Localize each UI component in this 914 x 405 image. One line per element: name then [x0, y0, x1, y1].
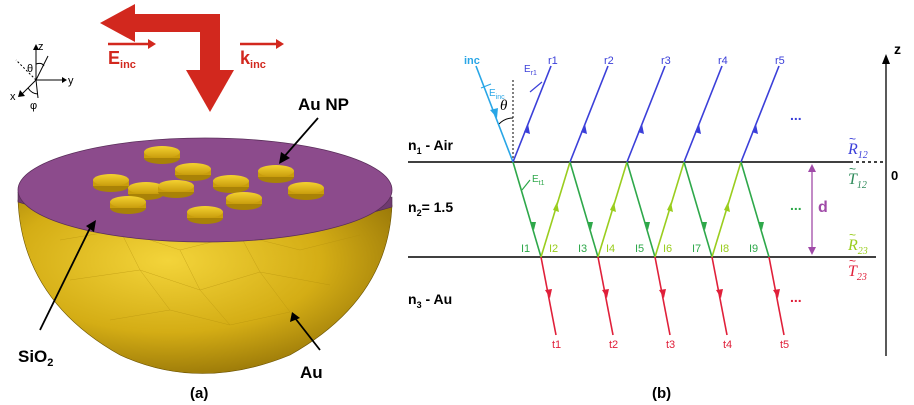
e-inc-main: E — [108, 48, 120, 68]
transmitted-rays — [540, 256, 785, 336]
sio2-pointer-icon — [86, 220, 96, 232]
svg-text:~: ~ — [849, 162, 856, 176]
transmitted-labels: t1 t2 t3 t4 t5 — [552, 339, 789, 351]
nanoparticle — [175, 163, 211, 181]
axis-phi-label: φ — [30, 100, 37, 112]
i8-label: I8 — [720, 243, 729, 255]
r5-label: r5 — [775, 55, 785, 67]
au-hemisphere — [17, 199, 393, 374]
i2-label: I2 — [549, 243, 558, 255]
nanoparticle — [144, 146, 180, 164]
e-t1-vector-label: Et1 — [532, 174, 545, 187]
sio2-sub: 2 — [47, 357, 53, 369]
svg-text:Einc: Einc — [108, 48, 136, 71]
au-label: Au — [300, 363, 323, 382]
r3-label: r3 — [661, 55, 671, 67]
transmitted-arrowheads — [545, 289, 780, 298]
t2-label: t2 — [609, 339, 618, 351]
r4-label: r4 — [718, 55, 728, 67]
n2-label: n2= 1.5 — [408, 199, 453, 218]
n3-label: n3 - Au — [408, 291, 452, 310]
nanoparticle — [213, 175, 249, 193]
sio2-label: SiO2 — [18, 347, 53, 369]
inc-label: inc — [464, 55, 480, 67]
nanoparticle — [93, 174, 129, 192]
e-inc-label: Einc — [108, 39, 156, 71]
i5-label: I5 — [635, 243, 644, 255]
t12-label: T12 — [848, 171, 867, 191]
e-inc-vector-label: Einc — [489, 88, 505, 101]
t5-label: t5 — [780, 339, 789, 351]
caption-b: (b) — [652, 385, 671, 402]
i4-label: I4 — [606, 243, 615, 255]
n1-label: n1 - Air — [408, 137, 454, 156]
theta-label: θ — [500, 98, 508, 114]
k-inc-main: k — [240, 48, 251, 68]
interface-labels: I1 I2 I3 I4 I5 I6 I7 I8 I9 — [521, 243, 758, 255]
t4-label: t4 — [723, 339, 732, 351]
nanoparticle — [226, 192, 262, 210]
i3-label: I3 — [578, 243, 587, 255]
r23-label: R23 — [847, 237, 868, 257]
sio2-top-surface — [17, 137, 393, 243]
svg-text:~: ~ — [849, 132, 856, 146]
thickness-label: d — [818, 199, 828, 216]
reflected-rays — [512, 65, 780, 163]
nanoparticle — [288, 182, 324, 200]
axis-theta-label: θ — [27, 63, 33, 75]
au-nanoparticles — [93, 146, 324, 224]
transmitted-ellipsis: ... — [790, 289, 802, 305]
i7-label: I7 — [692, 243, 701, 255]
nanoparticle — [187, 206, 223, 224]
t1-label: t1 — [552, 339, 561, 351]
nanoparticle — [258, 165, 294, 183]
origin-label: 0 — [891, 168, 898, 183]
axis-y-label: y — [68, 75, 74, 87]
internal-arrowheads — [530, 202, 764, 230]
nanoparticle — [158, 180, 194, 198]
internal-ellipsis: ... — [790, 197, 802, 213]
i9-label: I9 — [749, 243, 758, 255]
r2-label: r2 — [604, 55, 614, 67]
nanoparticle — [110, 196, 146, 214]
reflected-ellipsis: ... — [790, 107, 802, 123]
panel-b: z 0 θ inc Einc r1 r2 r3 — [408, 41, 901, 402]
axis-z-label: z — [38, 41, 44, 53]
svg-text:~: ~ — [849, 228, 856, 242]
k-inc-label: kinc — [240, 39, 284, 71]
coordinate-axes — [15, 44, 67, 99]
reflected-arrowheads — [524, 124, 758, 134]
e-r1-vector-label: Er1 — [524, 64, 537, 77]
z-axis-label: z — [894, 41, 901, 57]
e-inc-sub: inc — [120, 59, 136, 71]
t3-label: t3 — [666, 339, 675, 351]
incident-field-arrows — [100, 4, 234, 112]
svg-text:~: ~ — [849, 254, 856, 268]
svg-text:kinc: kinc — [240, 48, 266, 71]
i1-label: I1 — [521, 243, 530, 255]
caption-a: (a) — [190, 385, 208, 402]
panel-a: z y x θ φ Einc kinc — [10, 4, 393, 402]
axis-x-label: x — [10, 91, 16, 103]
au-np-label: Au NP — [298, 95, 349, 114]
au-pointer-icon — [290, 312, 300, 322]
r12-label: R12 — [847, 141, 868, 161]
au-np-pointer-icon — [279, 152, 290, 164]
reflected-labels: r1 r2 r3 r4 r5 — [548, 55, 785, 67]
k-inc-sub: inc — [250, 59, 266, 71]
t23-label: T23 — [848, 263, 867, 283]
sio2-main: SiO — [18, 347, 47, 366]
r1-label: r1 — [548, 55, 558, 67]
i6-label: I6 — [663, 243, 672, 255]
